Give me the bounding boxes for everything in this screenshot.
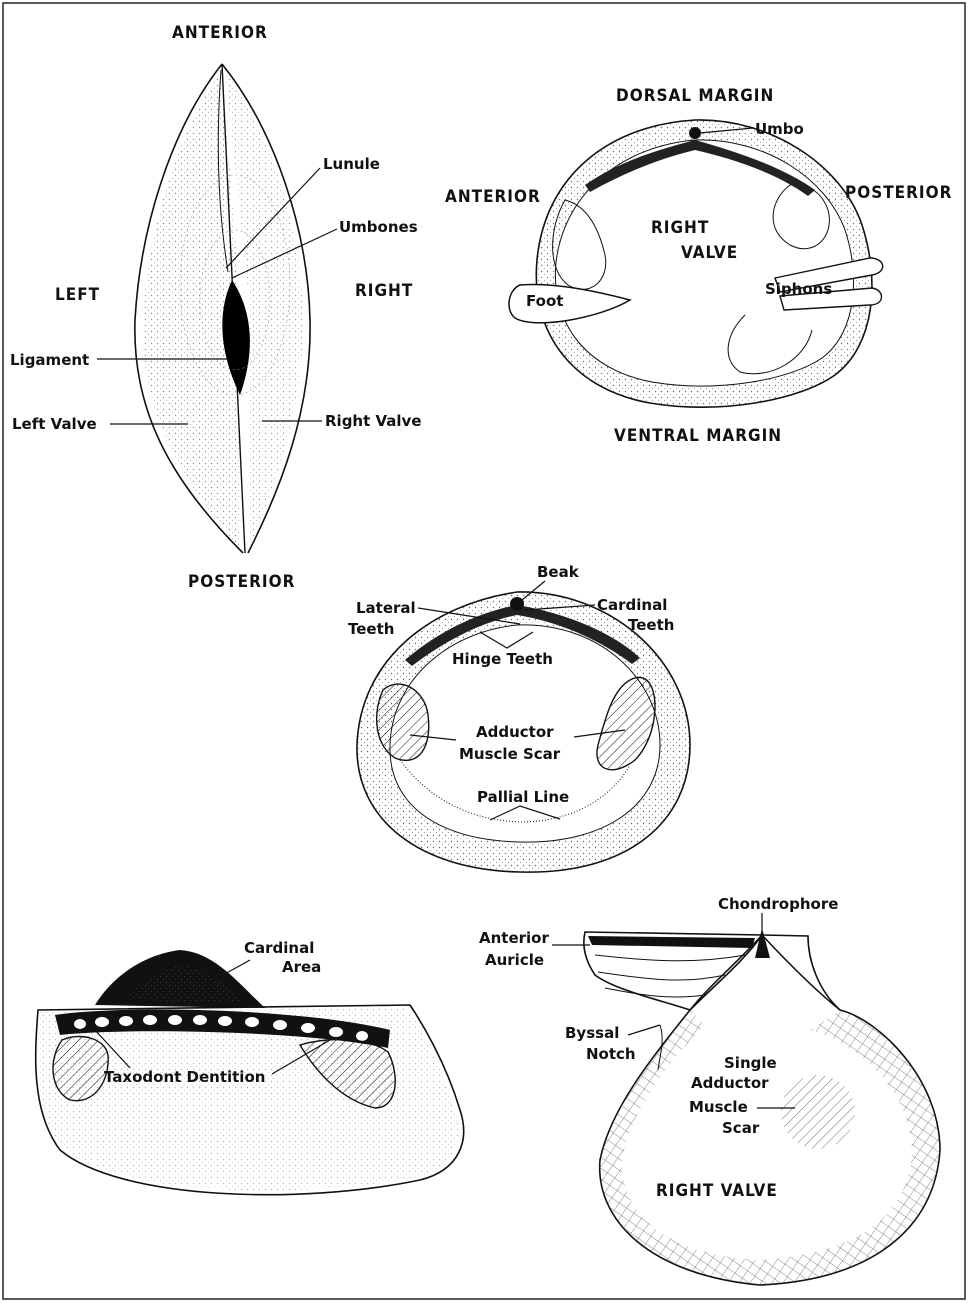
auricle-dark-band <box>588 936 755 948</box>
label-posterior: POSTERIOR <box>845 183 952 203</box>
label-lateral-teeth-2: Teeth <box>348 620 394 638</box>
label-right: RIGHT <box>355 281 413 301</box>
label-anterior: Anterior <box>479 929 549 947</box>
scallop-right-valve: Chondrophore Anterior Auricle Byssal Not… <box>479 895 940 1285</box>
label-muscle: Muscle <box>689 1098 748 1116</box>
taxodont-shell: Cardinal Area Taxodont Dentition <box>36 939 464 1195</box>
beak <box>510 597 524 611</box>
label-right: RIGHT <box>651 218 709 238</box>
label-valve: VALVE <box>681 243 738 263</box>
label-scar: Scar <box>722 1119 760 1137</box>
single-adductor-muscle-scar <box>781 1075 855 1149</box>
label-beak: Beak <box>537 563 580 581</box>
leader-pallial-line <box>490 806 560 820</box>
leader-byssal-notch <box>628 1025 660 1035</box>
label-lunule: Lunule <box>323 155 380 173</box>
label-lateral-teeth: Lateral <box>356 599 416 617</box>
shell-stipple <box>38 1008 459 1191</box>
label-cardinal-teeth: Cardinal <box>597 596 667 614</box>
label-siphons: Siphons <box>765 280 832 298</box>
label-taxodont-dentition: Taxodont Dentition <box>104 1068 265 1086</box>
label-byssal: Byssal <box>565 1024 619 1042</box>
posterior-adductor <box>773 184 829 248</box>
label-anterior: ANTERIOR <box>172 23 268 43</box>
label-chondrophore: Chondrophore <box>718 895 838 913</box>
label-muscle-scar: Muscle Scar <box>459 745 561 763</box>
label-cardinal-teeth-2: Teeth <box>628 616 674 634</box>
label-ventral-margin: VENTRAL MARGIN <box>614 426 782 446</box>
label-adductor: Adductor <box>691 1074 769 1092</box>
label-left-valve: Left Valve <box>12 415 97 433</box>
internal-view-soft-parts: DORSAL MARGIN Umbo ANTERIOR POSTERIOR RI… <box>445 86 952 446</box>
chondrophore <box>755 928 770 958</box>
adductor-scar-posterior <box>597 677 655 769</box>
label-single: Single <box>724 1054 777 1072</box>
label-area: Area <box>282 958 321 976</box>
label-left: LEFT <box>55 285 100 305</box>
internal-view-hinge: Beak Lateral Teeth Cardinal Teeth Hinge … <box>348 563 690 872</box>
label-anterior: ANTERIOR <box>445 187 541 207</box>
umbo <box>689 127 701 139</box>
label-notch: Notch <box>586 1045 636 1063</box>
label-hinge-teeth: Hinge Teeth <box>452 650 553 668</box>
label-right-valve: Right Valve <box>325 412 422 430</box>
label-auricle: Auricle <box>485 951 544 969</box>
label-ligament: Ligament <box>10 351 89 369</box>
dorsal-view-shell: ANTERIOR POSTERIOR LEFT RIGHT Lunule Umb… <box>10 23 422 592</box>
label-foot: Foot <box>526 292 563 310</box>
label-umbones: Umbones <box>339 218 418 236</box>
label-cardinal: Cardinal <box>244 939 314 957</box>
shell-margin-crosshatch <box>600 1010 940 1285</box>
label-dorsal-margin: DORSAL MARGIN <box>616 86 774 106</box>
shell-rim-stipple <box>536 120 872 407</box>
pallial-area <box>728 315 812 374</box>
adductor-scar-anterior <box>377 684 429 760</box>
label-right-valve: RIGHT VALVE <box>656 1181 778 1201</box>
auricle-ribs <box>595 955 745 997</box>
label-umbo: Umbo <box>755 120 804 138</box>
label-posterior: POSTERIOR <box>188 572 295 592</box>
leader-hinge-teeth <box>480 632 533 648</box>
label-pallial-line: Pallial Line <box>477 788 569 806</box>
label-adductor: Adductor <box>476 723 554 741</box>
